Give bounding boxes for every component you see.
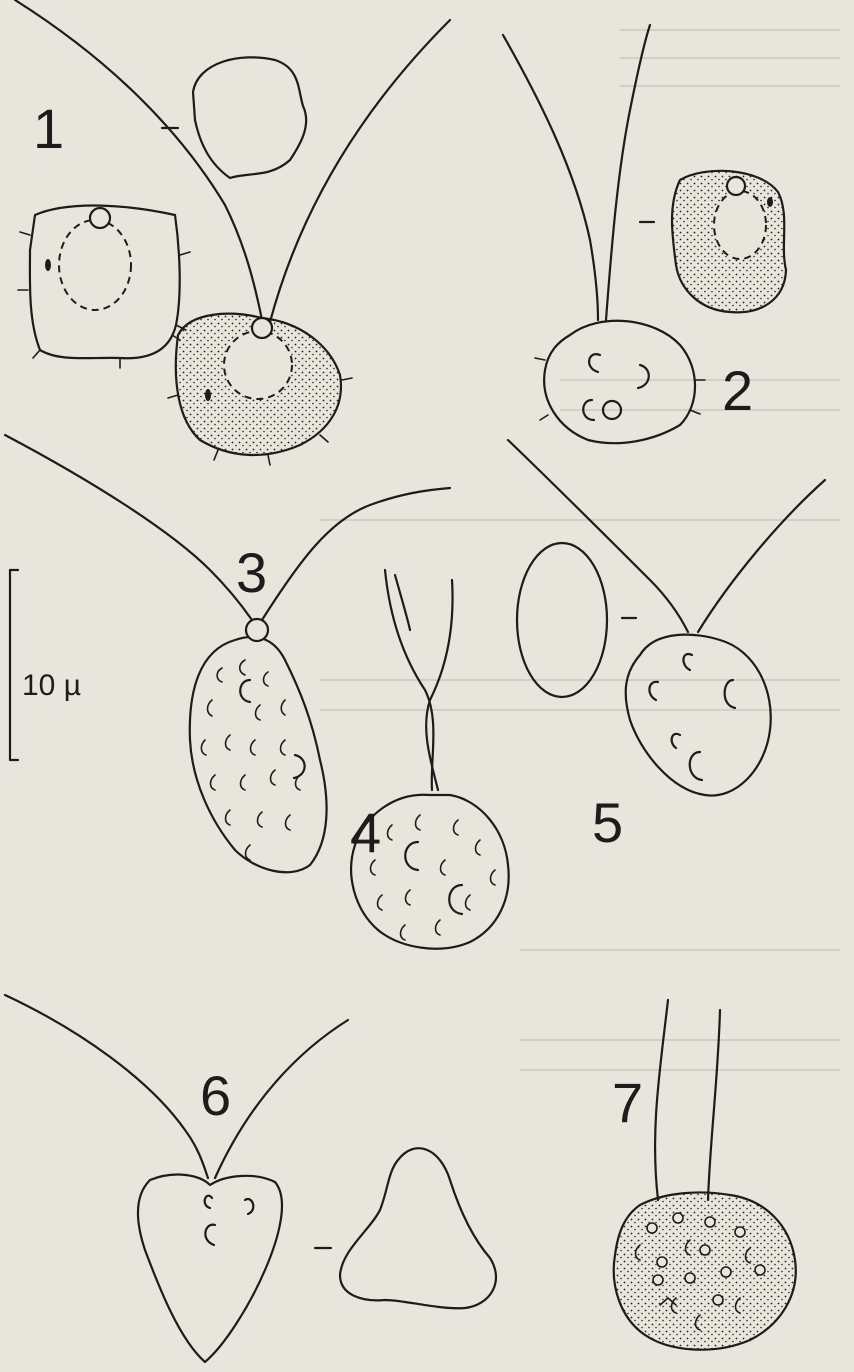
figure-5-flagellum-right: [698, 480, 825, 632]
figure-6-chloroplasts: [205, 1196, 254, 1245]
figure-6-flagellum-left: [5, 995, 208, 1178]
figure-4-cell-granules: [371, 815, 496, 940]
figure-7-cell-fill: [614, 1192, 796, 1349]
figure-1-flagellum-right: [270, 20, 450, 322]
figure-6-cell-outline: [138, 1175, 282, 1362]
figure-4-chloroplast-2: [449, 885, 462, 914]
figure-3-chloroplast-2: [294, 755, 305, 778]
figure-2-label: 2: [722, 359, 753, 422]
figure-2-flagellum-left: [503, 35, 598, 320]
scale-bar: 10 µ: [10, 570, 81, 760]
figure-1-flagellum-left: [15, 0, 262, 320]
figure-5-flagellum-left: [508, 440, 688, 632]
figure-5-chloroplasts: [649, 654, 735, 780]
scale-bar-label: 10 µ: [22, 669, 81, 702]
figure-6-flagellum-right: [215, 1020, 348, 1178]
figure-1-vacuole-dashed: [59, 220, 131, 310]
figure-3-cell-outline: [190, 637, 327, 872]
figure-5-cell-outline: [626, 635, 771, 796]
figure-3-papilla: [246, 619, 268, 641]
figure-1-eyespot-2: [205, 389, 211, 401]
figure-1-top-view-outline: [193, 57, 306, 178]
figure-5: 5: [508, 440, 825, 854]
figure-5-top-view-outline: [517, 543, 607, 697]
figure-3-flagellum-right: [262, 488, 450, 620]
figure-1: 1: [15, 0, 450, 465]
figure-2-flagellum-right: [606, 25, 650, 320]
figure-3-flagellum-left: [5, 435, 252, 620]
figure-1-cell-side-outline: [30, 206, 180, 359]
figure-3-chloroplast: [240, 680, 250, 702]
figure-4-label: 4: [350, 801, 381, 864]
figure-5-label: 5: [592, 791, 623, 854]
figure-7: 7: [612, 1000, 796, 1350]
figure-6-label: 6: [200, 1064, 231, 1127]
figure-2-cell-outline: [544, 321, 695, 443]
figure-4-chloroplast: [405, 842, 418, 870]
figure-1-papilla: [90, 208, 110, 228]
figure-2-papilla: [727, 177, 745, 195]
figure-2-eyespot: [767, 197, 773, 207]
figure-7-flagellum-left: [655, 1000, 668, 1200]
figure-1-label: 1: [33, 97, 64, 160]
figure-4-flagellum-right: [395, 575, 453, 790]
figure-4: 4: [350, 570, 509, 949]
figure-6-top-view-outline: [340, 1148, 496, 1308]
figure-3-label: 3: [236, 541, 267, 604]
figure-7-flagellum-right: [708, 1010, 720, 1200]
figure-7-label: 7: [612, 1071, 643, 1134]
figure-3-cell-granules: [201, 660, 300, 860]
figure-1-eyespot: [45, 259, 51, 271]
figure-1-papilla-2: [252, 318, 272, 338]
figure-6: 6: [5, 995, 496, 1362]
